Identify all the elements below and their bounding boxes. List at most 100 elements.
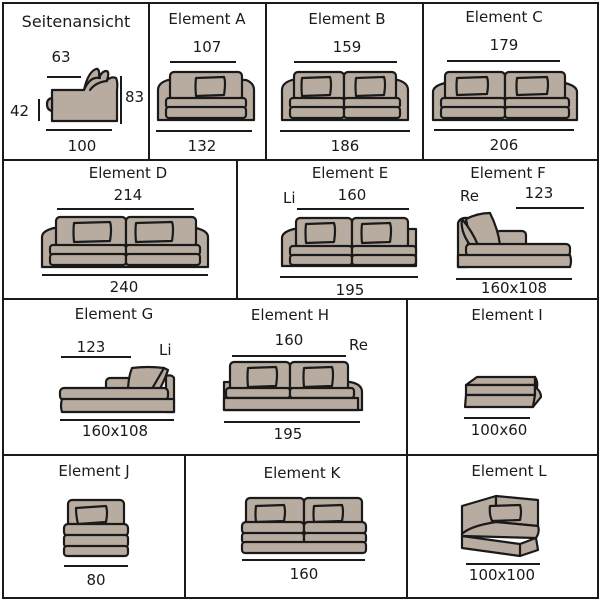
three-seat-sofa-icon	[280, 70, 410, 122]
dimension-line	[447, 60, 560, 62]
divider	[406, 298, 408, 598]
cell-title: Element I	[471, 306, 543, 324]
dimension-line	[64, 565, 128, 567]
chaise-right-icon	[456, 211, 573, 269]
divider	[2, 298, 597, 300]
side-label: Re	[349, 336, 368, 354]
divider	[148, 2, 150, 160]
outer-width-label: 195	[273, 425, 303, 443]
dimension-line	[280, 130, 410, 132]
dimension-line	[294, 61, 397, 63]
side-label: Li	[283, 189, 296, 207]
cell-element-h: Element H 160 Re 195	[202, 300, 406, 454]
outer-width-label: 100x60	[470, 421, 528, 439]
divider	[265, 2, 267, 160]
divider	[184, 454, 186, 598]
dimension-line	[242, 559, 365, 561]
outer-width-label: 240	[109, 278, 139, 296]
depth-label: 100	[67, 137, 97, 155]
outer-width-label: 160	[289, 565, 319, 583]
ottoman-icon	[463, 375, 543, 409]
outer-width-label: 206	[489, 136, 519, 154]
outer-width-label: 195	[335, 281, 365, 299]
inner-width-label: 214	[113, 186, 143, 204]
divider	[422, 2, 424, 160]
cell-element-l: Element L 100x100	[408, 456, 596, 596]
three-seat-sofa-icon	[431, 70, 579, 122]
dimension-line	[464, 417, 530, 419]
inner-width-label: 160	[274, 331, 304, 349]
cell-element-k: Element K 160	[186, 456, 406, 596]
dimension-line	[47, 76, 81, 78]
sofa-right-arm-icon	[222, 360, 364, 412]
outer-width-label: 80	[86, 571, 106, 589]
outer-width-label: 186	[330, 137, 360, 155]
single-seat-module-icon	[62, 498, 130, 558]
cell-title: Element J	[58, 462, 130, 480]
cell-title: Element C	[465, 8, 543, 26]
seat-depth-label: 63	[51, 48, 71, 66]
cell-element-g: Element G 123 Li 160x108	[2, 300, 202, 454]
cell-title: Element L	[471, 462, 547, 480]
dimension-line	[42, 274, 208, 276]
outer-width-label: 132	[187, 137, 217, 155]
cell-element-e: Element E Li 160 195	[238, 161, 418, 298]
inner-width-label: 160	[337, 186, 367, 204]
cell-element-j: Element J 80	[2, 456, 184, 596]
cell-title: Element D	[88, 164, 168, 182]
dimension-line	[57, 208, 194, 210]
total-height-label: 83	[125, 88, 145, 106]
double-seat-module-icon	[240, 496, 368, 555]
side-label: Re	[460, 187, 479, 205]
divider	[236, 159, 238, 299]
dimension-line	[61, 356, 131, 358]
dimension-line	[170, 61, 236, 63]
cell-title: Element A	[168, 10, 246, 28]
cell-title: Seitenansicht	[21, 12, 131, 31]
inner-width-label: 159	[332, 38, 362, 56]
dimension-line	[224, 421, 360, 423]
cell-element-f: Element F Re 123 160x108	[418, 161, 596, 298]
cell-title: Element G	[74, 305, 154, 323]
side-label: Li	[159, 341, 172, 359]
cell-title: Element K	[263, 464, 341, 482]
cell-title: Element F	[470, 164, 546, 182]
cell-element-a: Element A 107 132	[150, 2, 265, 159]
cell-element-c: Element C 179 206	[424, 2, 596, 159]
cell-title: Element E	[311, 164, 389, 182]
inner-width-label: 179	[489, 36, 519, 54]
cell-element-i: Element I 100x60	[408, 300, 596, 454]
cell-title: Element B	[308, 10, 386, 28]
dimension-line	[46, 129, 112, 131]
dimension-line	[232, 355, 346, 357]
divider	[2, 159, 597, 161]
dimension-line	[297, 208, 409, 210]
large-sofa-icon	[40, 215, 210, 269]
seat-height-label: 42	[10, 102, 30, 120]
inner-width-label: 123	[524, 184, 554, 202]
sofa-left-arm-icon	[280, 216, 418, 268]
outer-width-label: 160x108	[480, 279, 548, 297]
dimension-line	[434, 129, 574, 131]
dimension-line	[456, 278, 572, 280]
inner-width-label: 107	[192, 38, 222, 56]
outer-width-label: 160x108	[81, 422, 149, 440]
chaise-left-icon	[58, 365, 176, 414]
two-seat-sofa-icon	[156, 70, 256, 122]
cell-side-view: Seitenansicht 63 42 83 100	[2, 2, 148, 159]
cell-element-b: Element B 159 186	[267, 2, 422, 159]
inner-width-label: 123	[76, 338, 106, 356]
dimension-line	[60, 419, 174, 421]
dimension-line	[120, 76, 122, 124]
dimension-line	[516, 207, 584, 209]
dimension-line	[156, 130, 252, 132]
outer-width-label: 100x100	[468, 566, 536, 584]
sofa-side-view-icon	[45, 67, 119, 123]
cell-title: Element H	[250, 306, 330, 324]
dimension-line	[280, 276, 418, 278]
corner-module-icon	[460, 494, 540, 558]
cell-element-d: Element D 214 240	[2, 161, 236, 298]
dimension-line	[38, 99, 40, 121]
divider	[2, 454, 597, 456]
